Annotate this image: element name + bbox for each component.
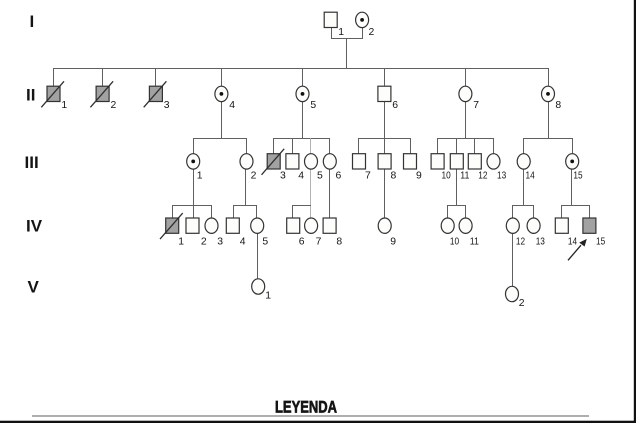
svg-text:4: 4 <box>229 100 235 111</box>
svg-text:3: 3 <box>217 237 223 248</box>
svg-text:1: 1 <box>178 237 184 248</box>
svg-text:II: II <box>26 86 35 105</box>
svg-text:14: 14 <box>568 237 577 248</box>
svg-text:1: 1 <box>265 290 271 301</box>
svg-text:13: 13 <box>536 237 545 248</box>
svg-text:15: 15 <box>573 170 582 181</box>
svg-text:11: 11 <box>470 237 479 248</box>
svg-text:IV: IV <box>26 217 43 236</box>
svg-text:5: 5 <box>310 100 316 111</box>
svg-text:12: 12 <box>516 237 525 248</box>
svg-text:4: 4 <box>298 170 304 181</box>
svg-text:6: 6 <box>299 237 305 248</box>
svg-text:1: 1 <box>61 100 67 111</box>
svg-text:9: 9 <box>390 237 396 248</box>
svg-text:7: 7 <box>365 170 371 181</box>
svg-text:2: 2 <box>251 170 257 181</box>
svg-text:13: 13 <box>497 170 506 181</box>
svg-text:LEYENDA: LEYENDA <box>275 399 337 417</box>
svg-text:15: 15 <box>596 237 605 248</box>
svg-text:V: V <box>28 278 40 297</box>
svg-text:9: 9 <box>416 170 422 181</box>
svg-text:8: 8 <box>336 237 342 248</box>
svg-text:7: 7 <box>473 100 479 111</box>
svg-text:I: I <box>30 12 35 31</box>
svg-text:7: 7 <box>316 237 322 248</box>
svg-text:6: 6 <box>336 170 342 181</box>
svg-text:2: 2 <box>519 298 525 309</box>
svg-text:2: 2 <box>201 237 207 248</box>
svg-text:2: 2 <box>111 100 117 111</box>
svg-text:III: III <box>25 153 39 172</box>
svg-text:5: 5 <box>317 170 323 181</box>
svg-text:14: 14 <box>526 170 535 181</box>
svg-text:3: 3 <box>280 170 286 181</box>
svg-text:2: 2 <box>369 27 375 38</box>
svg-text:3: 3 <box>164 100 170 111</box>
svg-text:10: 10 <box>450 237 459 248</box>
svg-text:8: 8 <box>555 100 561 111</box>
svg-text:1: 1 <box>338 27 344 38</box>
svg-text:12: 12 <box>478 170 487 181</box>
svg-text:1: 1 <box>197 170 203 181</box>
svg-text:5: 5 <box>262 237 268 248</box>
svg-text:10: 10 <box>442 170 451 181</box>
svg-text:4: 4 <box>240 237 246 248</box>
svg-text:8: 8 <box>391 170 397 181</box>
svg-text:6: 6 <box>392 100 398 111</box>
svg-text:11: 11 <box>460 170 469 181</box>
